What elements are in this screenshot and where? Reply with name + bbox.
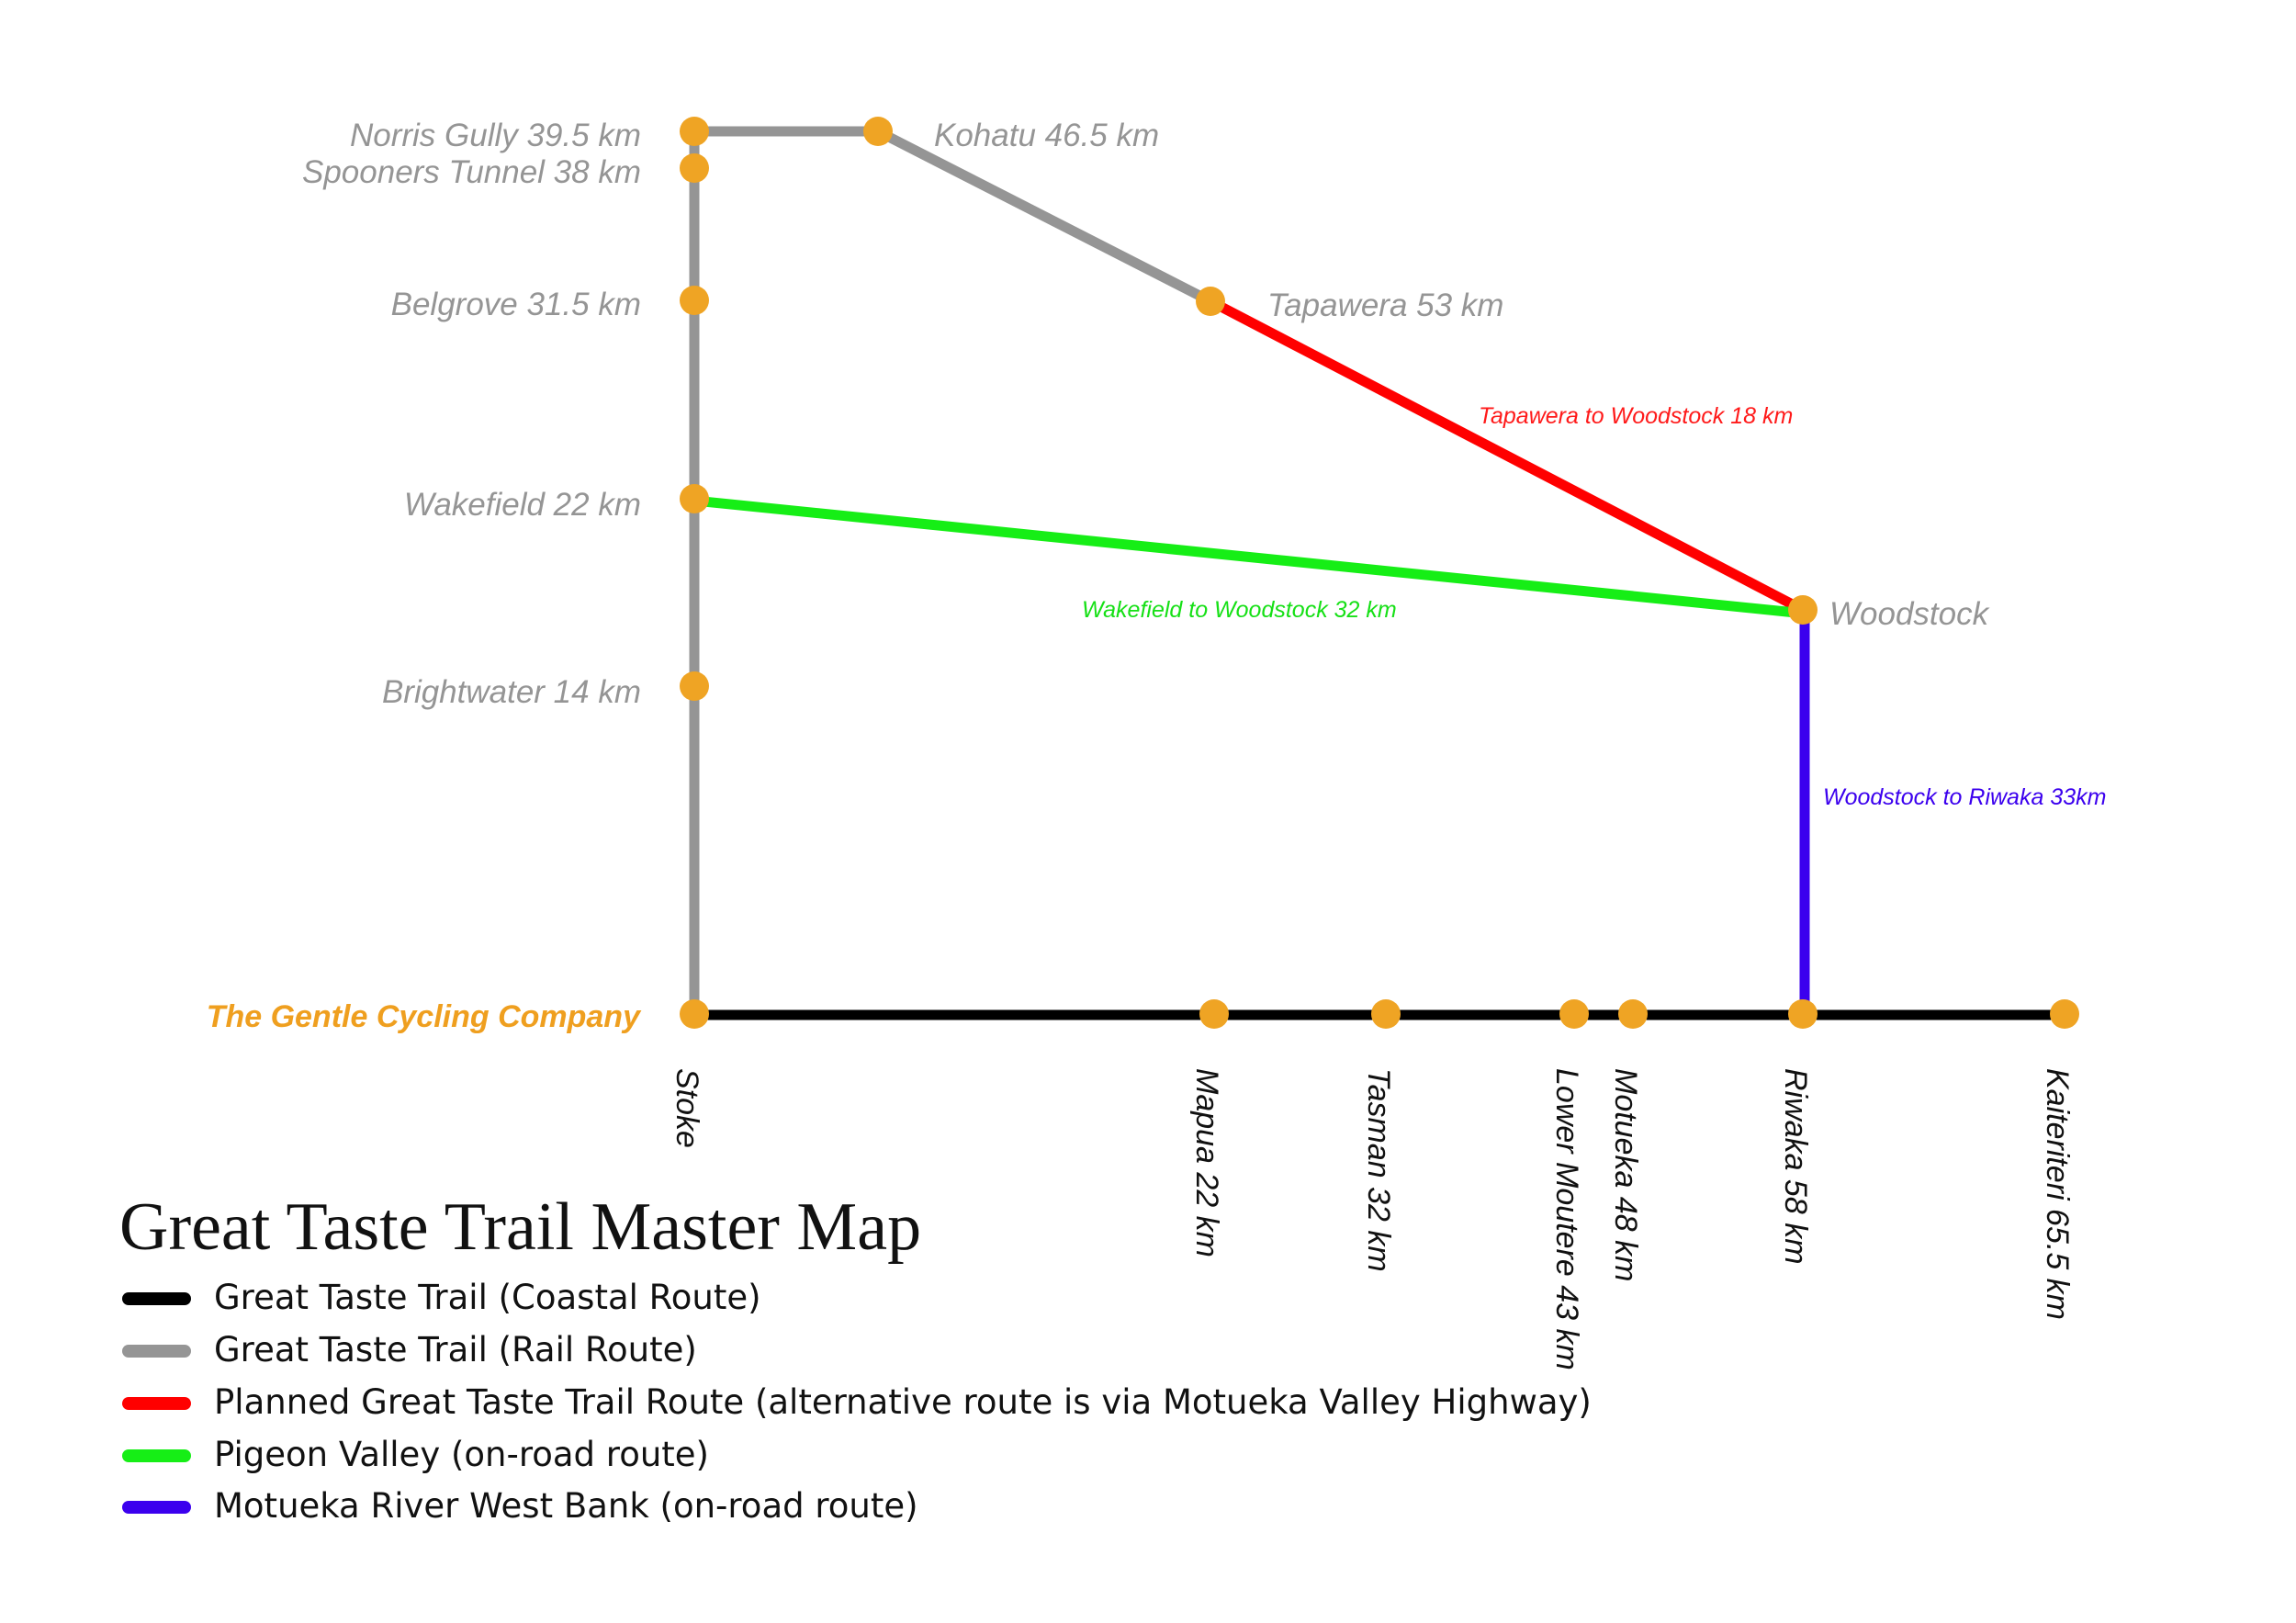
label-norris-gully: Norris Gully 39.5 km <box>350 118 641 153</box>
stop-marker-kohatu <box>863 117 893 146</box>
legend-item-pigeon-valley: Pigeon Valley (on-road route) <box>122 1435 709 1474</box>
label-motueka: Motueka 48 km <box>1608 1068 1643 1281</box>
legend-label-rail: Great Taste Trail (Rail Route) <box>214 1330 697 1369</box>
stop-marker-kaiteriteri <box>2050 999 2079 1029</box>
route-segment-labels: Tapawera to Woodstock 18 km Wakefield to… <box>1082 403 2106 810</box>
pigeon-valley-route-line <box>689 495 1810 619</box>
label-tasman: Tasman 32 km <box>1361 1068 1396 1272</box>
label-lower-moutere: Lower Moutere 43 km <box>1549 1068 1584 1370</box>
legend-label-coastal: Great Taste Trail (Coastal Route) <box>214 1278 761 1317</box>
label-brightwater: Brightwater 14 km <box>382 674 641 710</box>
legend-item-rail: Great Taste Trail (Rail Route) <box>122 1330 697 1369</box>
label-woodstock: Woodstock <box>1829 596 1990 632</box>
stop-markers <box>680 117 2079 1029</box>
stop-marker-spooners-tunnel <box>680 153 709 183</box>
label-wakefield-to-woodstock: Wakefield to Woodstock 32 km <box>1082 597 1397 623</box>
label-kaiteriteri: Kaiteriteri 65.5 km <box>2040 1068 2075 1320</box>
label-mapua: Mapua 22 km <box>1189 1068 1224 1257</box>
legend: Great Taste Trail (Coastal Route) Great … <box>122 1278 1592 1526</box>
label-tapawera: Tapawera 53 km <box>1267 287 1503 323</box>
stop-marker-tasman <box>1371 999 1401 1029</box>
label-belgrove: Belgrove 31.5 km <box>391 287 641 322</box>
stop-marker-wakefield <box>680 484 709 513</box>
label-kohatu: Kohatu 46.5 km <box>934 118 1159 153</box>
route-lines <box>689 126 2066 1020</box>
rail-stop-labels: Norris Gully 39.5 km Spooners Tunnel 38 … <box>302 118 1990 710</box>
map-title: Great Taste Trail Master Map <box>119 1189 921 1265</box>
label-tapawera-to-woodstock: Tapawera to Woodstock 18 km <box>1479 403 1793 429</box>
stop-marker-woodstock <box>1788 595 1818 625</box>
legend-label-pigeon-valley: Pigeon Valley (on-road route) <box>214 1435 709 1474</box>
label-wakefield: Wakefield 22 km <box>404 487 641 523</box>
stop-marker-lower-moutere <box>1559 999 1589 1029</box>
stop-marker-tapawera <box>1196 287 1225 316</box>
label-stoke: Stoke <box>670 1068 704 1148</box>
coastal-stop-labels: Stoke Mapua 22 km Tasman 32 km Lower Mou… <box>670 1068 2075 1370</box>
planned-route-line <box>1207 297 1810 616</box>
legend-item-planned: Planned Great Taste Trail Route (alterna… <box>122 1382 1592 1422</box>
legend-label-west-bank: Motueka River West Bank (on-road route) <box>214 1486 918 1526</box>
stop-marker-riwaka <box>1788 999 1818 1029</box>
stop-marker-belgrove <box>680 286 709 315</box>
stop-marker-mapua <box>1199 999 1229 1029</box>
stop-marker-brightwater <box>680 671 709 701</box>
legend-item-coastal: Great Taste Trail (Coastal Route) <box>122 1278 761 1317</box>
rail-route-branch-line <box>694 126 1215 307</box>
label-spooners-tunnel: Spooners Tunnel 38 km <box>302 154 641 190</box>
stop-marker-norris-gully <box>680 117 709 146</box>
legend-label-planned: Planned Great Taste Trail Route (alterna… <box>214 1382 1592 1422</box>
label-riwaka: Riwaka 58 km <box>1778 1068 1813 1265</box>
legend-item-west-bank: Motueka River West Bank (on-road route) <box>122 1486 918 1526</box>
stop-marker-stoke <box>680 999 709 1029</box>
company-label: The Gentle Cycling Company <box>207 999 642 1034</box>
label-woodstock-to-riwaka: Woodstock to Riwaka 33km <box>1823 784 2106 810</box>
stop-marker-motueka <box>1618 999 1648 1029</box>
